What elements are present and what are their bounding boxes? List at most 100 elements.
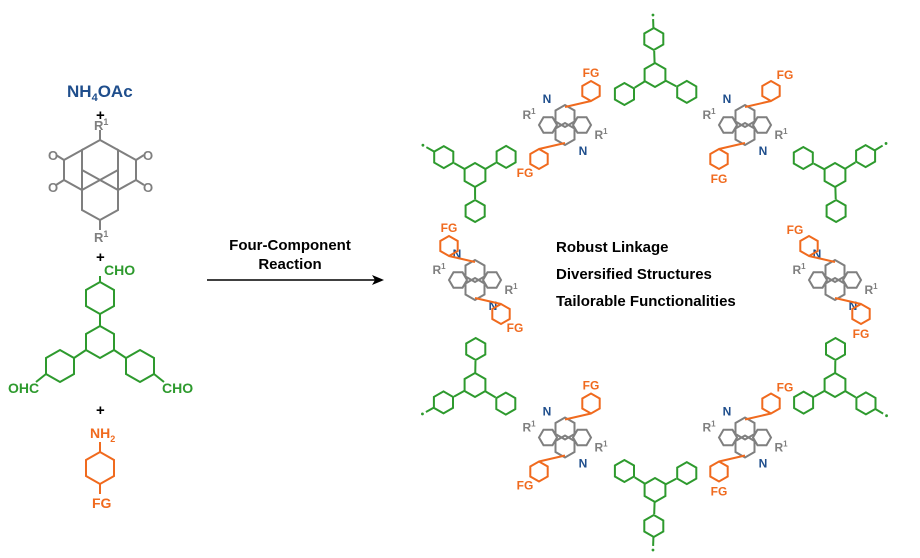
linker-4-fg-bond: [474, 297, 502, 305]
linker-2-n-2: N: [759, 457, 768, 471]
linker-4-fg-label: FG: [507, 321, 524, 335]
reactant-column: NH4OAc + R1 R1 O O O O +: [8, 82, 193, 511]
linker-4-n-1: N: [453, 247, 462, 261]
cof-framework: R1R1NNFGR1R1NNFGR1R1NNFGR1R1NNFGR1R1NNFG…: [421, 13, 888, 552]
linker-3-pyrene-ring-d: [571, 428, 593, 447]
linker-5-fg-phenyl: [529, 147, 549, 171]
linker-5-pyrene-ring-d: [571, 116, 593, 134]
linker-4-fg2-phenyl: [439, 234, 459, 258]
continuation-dot-node-top: [651, 13, 655, 17]
linker-3-n-1: N: [543, 405, 552, 419]
tpb-phenyl-node-lower-right-0: [855, 391, 877, 416]
tpb-arm-node-lower-left-0: [453, 389, 465, 398]
tpb-phenyl-node-top-0: [643, 26, 665, 52]
tpb-arm-node-top-2: [634, 80, 646, 89]
tpb-phenyl-node-top-2: [613, 81, 635, 107]
linker-4-fg-phenyl: [491, 302, 511, 326]
linker-0-r1-right: R1: [774, 127, 788, 142]
tetraone-r1-bottom: R1: [94, 229, 108, 245]
ammonium-acetate-label: NH4OAc: [67, 82, 133, 104]
linker-3-fg-phenyl: [529, 460, 549, 483]
linker-0-fg-bond: [744, 100, 772, 108]
linker-2-n-1: N: [723, 405, 732, 419]
aniline-structure: [85, 442, 115, 494]
tpb-core-node-top: [643, 61, 667, 89]
plus-sign-1: +: [96, 107, 105, 124]
linker-0-fg2-bond: [718, 142, 746, 150]
tetraone-o-1: O: [48, 148, 58, 163]
continuation-dot-node-bottom: [651, 548, 655, 552]
linker-2-r1-left: R1: [702, 420, 716, 435]
tpb-outer-bond-node-lower-right: [874, 408, 884, 415]
tpb-phenyl-node-lower-left-0: [432, 390, 454, 415]
linker-0-pyrene-ring-c: [717, 116, 739, 134]
tpb-arm-node-lower-left-2: [484, 390, 497, 399]
tpb-phenyl-node-upper-right-2: [792, 145, 814, 171]
linker-3-fg2-label: FG: [583, 379, 600, 393]
tetraone-o-2: O: [48, 180, 58, 195]
tpb-arm-node-upper-right-0: [844, 161, 856, 170]
tpb-outer-bond-node-lower-left: [425, 406, 435, 413]
tpb-phenyl-node-upper-right-1: [825, 198, 847, 224]
linker-2-fg2-phenyl: [709, 460, 729, 483]
linker-0-fg-label: FG: [777, 68, 794, 82]
tpb-outer-bond-node-upper-left: [425, 146, 435, 153]
tpb-outer-bond-node-upper-right: [874, 144, 884, 152]
tpb-phenyl-node-upper-left-2: [464, 198, 486, 224]
tpb-phenyl-node-bottom-2: [676, 460, 698, 486]
linker-0-n-2: N: [759, 144, 768, 158]
tpb-phenyl-node-bottom-0: [643, 513, 665, 539]
arrow-label-line1: Four-Component: [229, 237, 351, 254]
continuation-dot-node-upper-right: [884, 142, 888, 145]
linker-4-r1-left: R1: [432, 262, 446, 277]
linker-5-n-2: N: [579, 144, 588, 158]
linker-2-fg-bond: [744, 412, 772, 421]
linker-3-fg-bond: [538, 454, 566, 463]
continuation-dot-node-upper-left: [421, 143, 425, 147]
linker-4-pyrene-ring-d: [481, 271, 503, 289]
linker-0-n-1: N: [723, 92, 732, 106]
linker-3-r1-right: R1: [594, 440, 608, 455]
linker-3-fg2-bond: [564, 412, 592, 421]
linker-5-fg-bond: [538, 142, 566, 150]
linker-2-fg-phenyl: [761, 392, 781, 415]
trialdehyde-structure: [35, 276, 165, 384]
tpb-phenyl-node-upper-right-0: [855, 143, 877, 169]
linker-3-r1-left: R1: [522, 420, 536, 435]
linker-0-fg-phenyl: [761, 79, 781, 103]
tpb-phenyl-node-lower-right-1: [793, 390, 815, 415]
linker-1-fg2-bond: [834, 297, 862, 305]
linker-0-pyrene-ring-a: [734, 103, 756, 129]
tpb-arm-node-top-1: [665, 79, 677, 88]
linker-3-fg-label: FG: [517, 479, 534, 493]
tpb-phenyl-node-bottom-1: [613, 458, 635, 484]
feature-diversified-structures: Diversified Structures: [556, 266, 712, 283]
tpb-arm-node-bottom-1: [634, 476, 646, 485]
linker-0-pyrene-ring-d: [751, 116, 773, 134]
feature-tailorable-functionalities: Tailorable Functionalities: [556, 293, 736, 310]
linker-5-pyrene-ring-c: [537, 116, 559, 134]
linker-0-fg2-label: FG: [711, 172, 728, 186]
tpb-core-node-lower-left: [463, 371, 487, 399]
tpb-arm-node-upper-left-0: [453, 162, 466, 170]
pyrene-tetraone-structure: [55, 130, 145, 230]
tpb-arm-node-upper-left-1: [484, 162, 497, 170]
trialdehyde-ohc-left: OHC: [8, 380, 39, 396]
tetraone-r1-top: R1: [94, 117, 108, 133]
plus-sign-3: +: [96, 402, 105, 419]
tpb-phenyl-node-lower-left-2: [495, 391, 517, 416]
linker-4-fg2-label: FG: [441, 221, 458, 235]
tpb-arm-node-lower-right-0: [844, 390, 857, 399]
feature-robust-linkage: Robust Linkage: [556, 239, 669, 256]
linker-2-r1-right: R1: [774, 440, 788, 455]
linker-1-pyrene-ring-a: [824, 258, 846, 284]
linker-2-pyrene-ring-c: [717, 428, 739, 447]
tpb-phenyl-node-lower-right-2: [825, 336, 846, 362]
tpb-core-node-upper-right: [823, 161, 847, 189]
linker-1-n-2: N: [849, 299, 858, 313]
linker-1-pyrene-ring-c: [807, 271, 829, 289]
tpb-core-node-bottom: [643, 476, 667, 504]
linker-5-fg2-label: FG: [583, 66, 600, 80]
arrow-label-line2: Reaction: [258, 256, 321, 273]
